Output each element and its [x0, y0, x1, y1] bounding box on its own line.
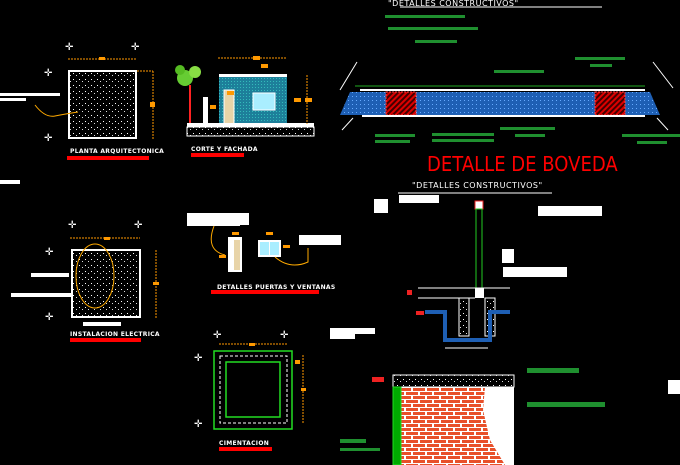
svg-text:✛: ✛ — [44, 133, 53, 144]
vault-detail-title: DETALLE DE BOVEDA — [427, 152, 618, 176]
doors-windows-underline — [211, 290, 319, 294]
electrical-label: INSTALACION ELECTRICA — [70, 331, 160, 338]
floor-plan-underline — [67, 156, 149, 160]
brick-wall-drawing — [340, 368, 605, 465]
foundation-label: CIMENTACION — [219, 440, 270, 447]
svg-text:✛: ✛ — [45, 247, 54, 258]
header-detalles-constructivos-top: "DETALLES CONSTRUCTIVOS" — [388, 0, 519, 8]
electrical-drawing: ✛ ✛ ✛ ✛ — [11, 220, 159, 326]
section-facade-underline — [191, 153, 244, 157]
svg-text:✛: ✛ — [44, 68, 53, 79]
foundation-drawing: ✛ ✛ ✛ ✛ — [194, 330, 306, 430]
section-facade-drawing — [175, 56, 315, 137]
svg-text:✛: ✛ — [194, 419, 203, 430]
svg-text:✛: ✛ — [45, 312, 54, 323]
electrical-underline — [70, 338, 141, 342]
floor-plan-drawing: ✛ ✛ ✛ ✛ — [0, 42, 155, 144]
header-detalles-constructivos-mid: "DETALLES CONSTRUCTIVOS" — [412, 181, 543, 190]
vault-detail-drawing — [339, 6, 680, 144]
doors-windows-label: DETALLES PUERTAS Y VENTANAS — [217, 284, 336, 291]
svg-text:✛: ✛ — [68, 220, 77, 231]
svg-text:✛: ✛ — [65, 42, 74, 53]
svg-text:✛: ✛ — [213, 330, 222, 341]
svg-text:✛: ✛ — [280, 330, 289, 341]
doors-windows-drawing — [187, 213, 341, 272]
section-facade-label: CORTE Y FACHADA — [191, 146, 258, 153]
floor-plan-label: PLANTA ARQUITECTONICA — [70, 148, 165, 155]
wall-section-drawing — [0, 180, 680, 394]
foundation-underline — [219, 447, 272, 451]
svg-text:✛: ✛ — [131, 42, 140, 53]
svg-text:✛: ✛ — [194, 353, 203, 364]
svg-text:✛: ✛ — [134, 220, 143, 231]
